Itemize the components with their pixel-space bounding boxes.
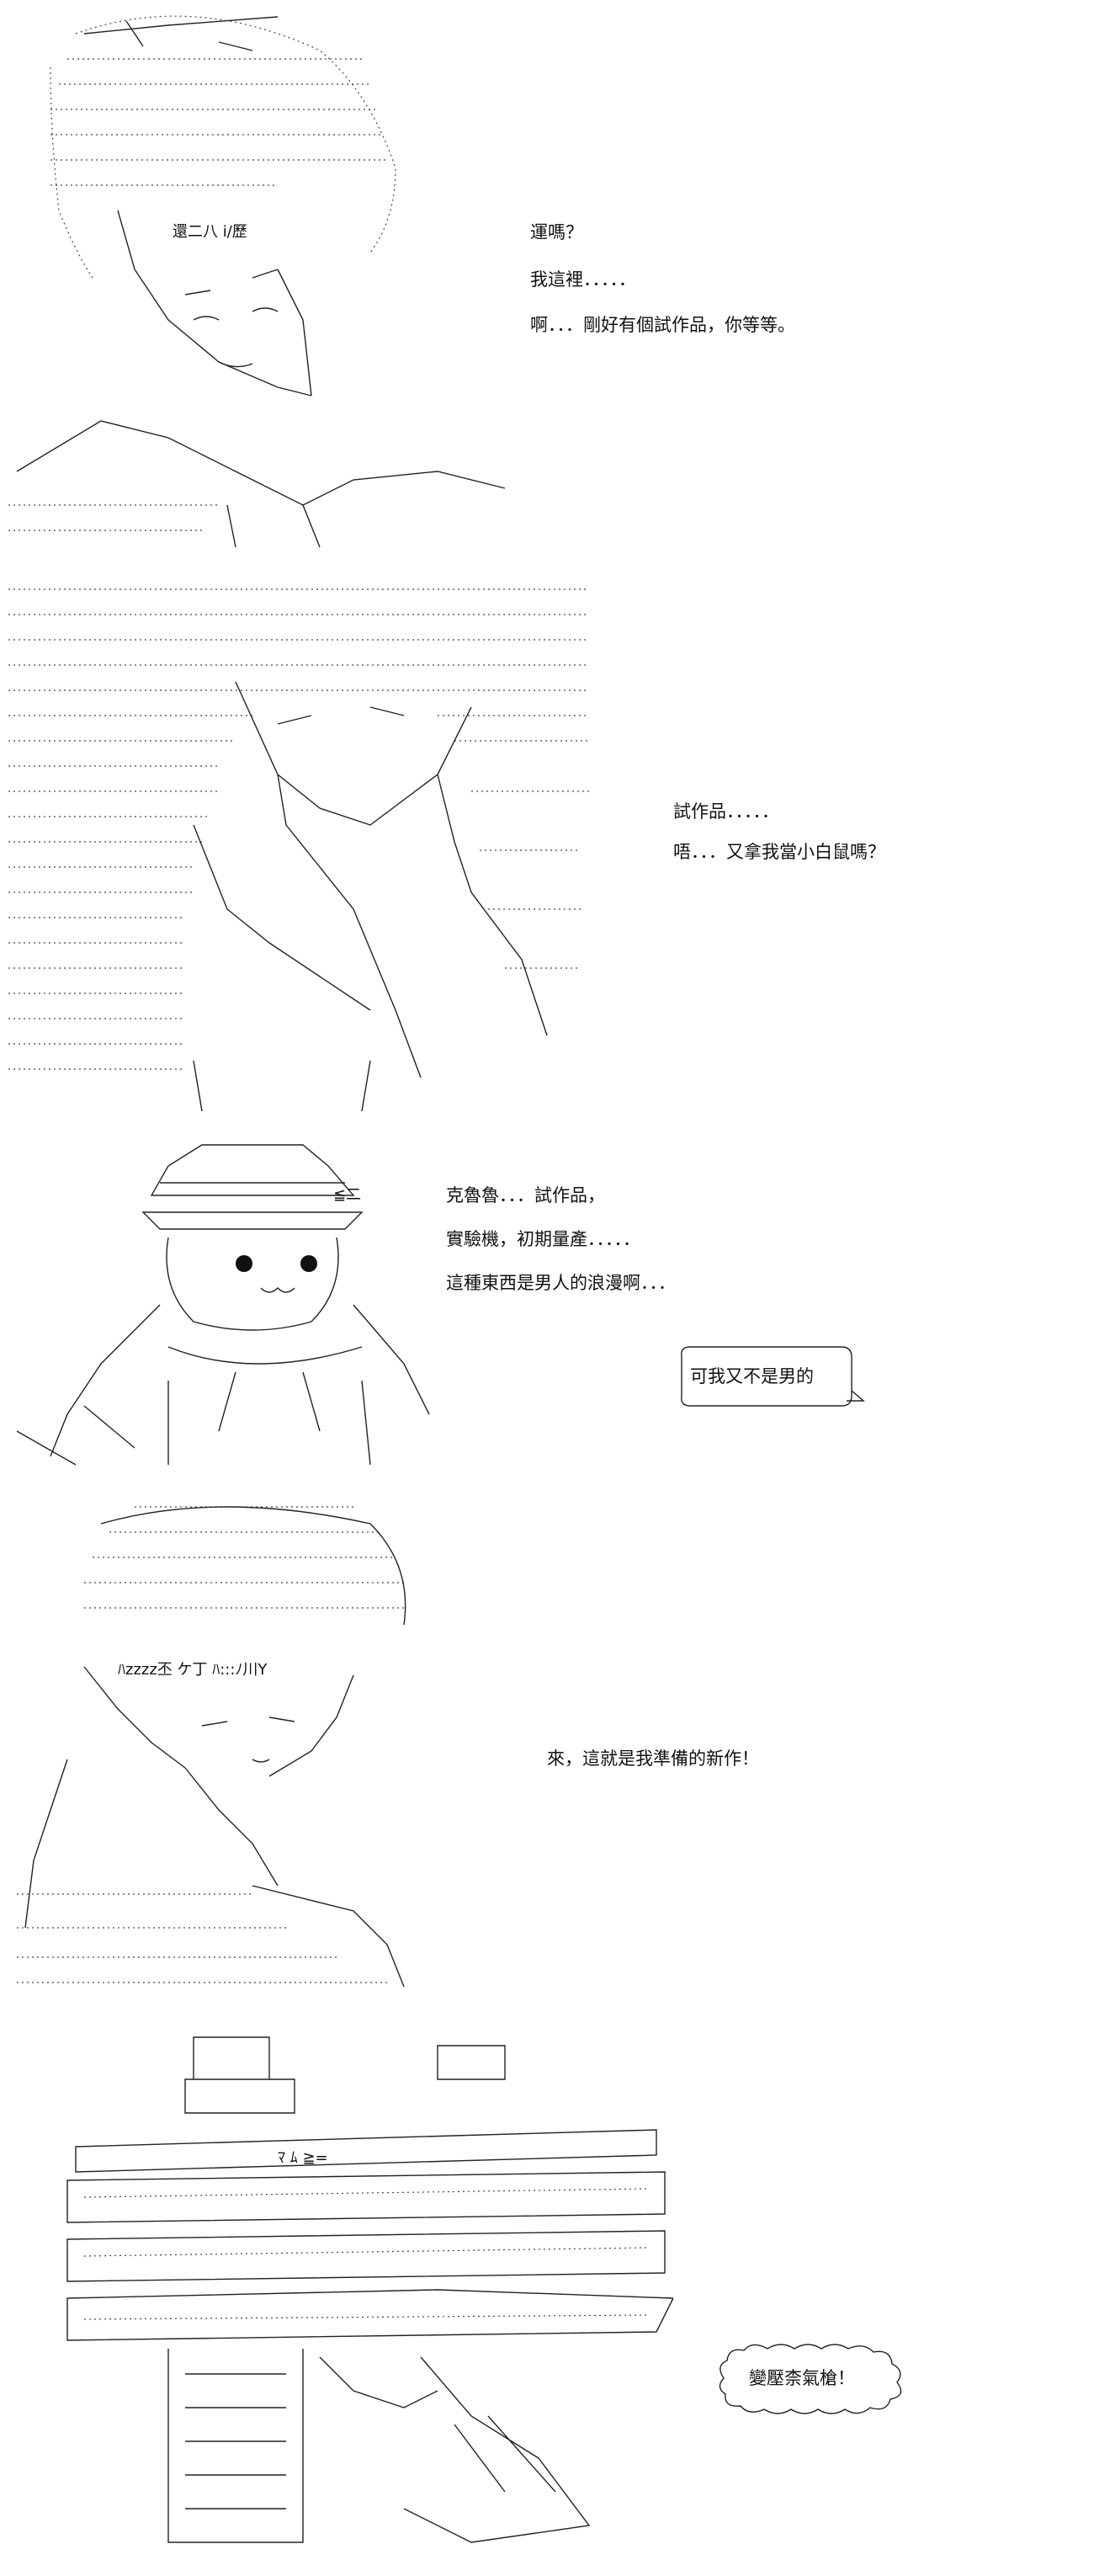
character-art-3	[16, 1144, 430, 1466]
dialogue-line: 唔．．．又拿我當小白鼠嗎？	[673, 842, 885, 862]
dialogue-line: 試作品．．．．．	[673, 801, 779, 822]
dialogue-line: 我這裡．．．．．	[530, 269, 636, 290]
art-sign: 還二八 i/歷	[173, 223, 247, 241]
art-label-text: ﾏ ﾑ ≧=	[278, 2149, 328, 2167]
panel-1: 還二八 i/歷 運嗎？ 我這裡．．．．． 啊．．．剛好有個試作品，你等等。	[0, 0, 1094, 564]
panel-3: ≦二 克魯魯．．．試作品， 實驗機，初期量產．．．．． 這種東西是男人的浪漫啊．…	[0, 1128, 1094, 1482]
speech-bubble: 變壓柰氣槍！	[715, 2340, 909, 2416]
dialogue-line: 運嗎？	[530, 222, 583, 242]
weapon-art	[66, 2036, 673, 2543]
dialogue-line: 實驗機，初期量產．．．．．	[446, 1229, 640, 1249]
character-art-4	[17, 1506, 406, 1988]
art-face-text: ≦二	[333, 1186, 362, 1204]
bubble-text: 變壓柰氣槍！	[749, 2368, 855, 2388]
bubble-text: 可我又不是男的	[690, 1366, 814, 1386]
speech-bubble: 可我又不是男的	[665, 1339, 867, 1414]
panel-5: ﾏ ﾑ ≧= 變壓柰氣槍！	[0, 2020, 1094, 2568]
dialogue-line: 來，這就是我準備的新作！	[547, 1748, 759, 1769]
character-art-2	[8, 588, 589, 1111]
panel-2: 試作品．．．．． 唔．．．又拿我當小白鼠嗎？	[0, 572, 1094, 1111]
dialogue-line: 克魯魯．．．試作品，	[446, 1185, 605, 1206]
dialogue-line: 這種東西是男人的浪漫啊．．．	[446, 1273, 676, 1293]
art-band-text: ﾊzzzz丕 ケ丁 ﾊ:::ﾉ川Y	[118, 1661, 268, 1679]
dialogue-line: 啊．．．剛好有個試作品，你等等。	[530, 315, 795, 335]
panel-4: ﾊzzzz丕 ケ丁 ﾊ:::ﾉ川Y 來，這就是我準備的新作！	[0, 1490, 1094, 2012]
character-art-1	[8, 15, 506, 548]
